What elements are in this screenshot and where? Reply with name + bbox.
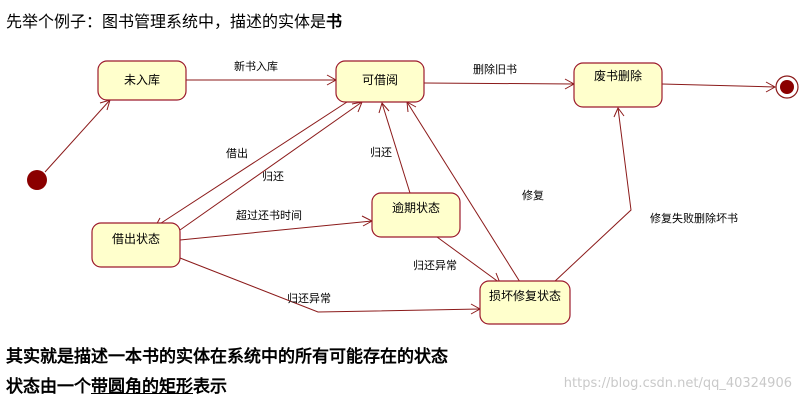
- label-new-book-in: 新书入库: [234, 59, 278, 73]
- diagram-heading: 先举个例子：图书管理系统中，描述的实体是书: [6, 8, 342, 32]
- label-return-abnormal-borrowed: 归还异常: [287, 291, 331, 305]
- state-discarded-label: 废书删除: [594, 68, 642, 83]
- label-past-due: 超过还书时间: [236, 208, 302, 222]
- edge-repair-failed: [552, 107, 632, 284]
- heading-text: 先举个例子：图书管理系统中，描述的实体是: [6, 12, 327, 31]
- footer-line-1: 其实就是描述一本书的实体在系统中的所有可能存在的状态: [6, 347, 448, 367]
- edge-repair: [406, 101, 521, 283]
- state-borrowed-label: 借出状态: [112, 232, 160, 246]
- heading-emphasis: 书: [326, 12, 343, 31]
- edge-initial-to-not-in-library: [44, 99, 111, 173]
- state-damaged-repair: 损坏修复状态: [479, 280, 571, 325]
- footer-line-2: 状态由一个带圆角的矩形表示: [6, 372, 227, 397]
- state-not-in-library-label: 未入库: [124, 72, 160, 87]
- final-node: [775, 75, 799, 99]
- edge-return-from-overdue: [378, 101, 411, 194]
- label-lend-out: 借出: [226, 146, 248, 160]
- state-borrowed: 借出状态: [91, 222, 181, 268]
- label-delete-old: 删除旧书: [473, 62, 517, 76]
- edge-new-book-in: [186, 74, 338, 86]
- footer-line-2-prefix: 状态由一个: [6, 377, 91, 397]
- state-overdue-label: 逾期状态: [392, 200, 440, 215]
- label-return-from-borrowed: 归还: [262, 169, 284, 183]
- label-repair-failed: 修复失败删除坏书: [650, 211, 738, 225]
- footer-line-2-underlined: 带圆角的矩形: [91, 377, 193, 397]
- state-not-in-library: 未入库: [97, 60, 187, 101]
- label-return-abnormal-overdue: 归还异常: [413, 258, 457, 272]
- label-repair: 修复: [522, 188, 544, 202]
- state-borrowable-label: 可借阅: [362, 73, 398, 87]
- state-diagram: 未入库 可借阅 废书删除 借出状态 逾期状态 损坏修复状态 新书入库 删除旧书 …: [27, 59, 799, 325]
- label-return-from-overdue: 归还: [370, 145, 392, 159]
- state-overdue: 逾期状态: [371, 192, 461, 238]
- state-discarded: 废书删除: [573, 62, 663, 108]
- watermark: https://blog.csdn.net/qq_40324906: [563, 376, 792, 391]
- footer-line-2-suffix: 表示: [193, 377, 227, 397]
- edge-delete-old: [423, 78, 576, 90]
- state-borrowable: 可借阅: [335, 60, 425, 103]
- initial-node: [27, 170, 47, 190]
- state-damaged-repair-label: 损坏修复状态: [489, 288, 561, 303]
- edge-discarded-to-final: [661, 81, 777, 93]
